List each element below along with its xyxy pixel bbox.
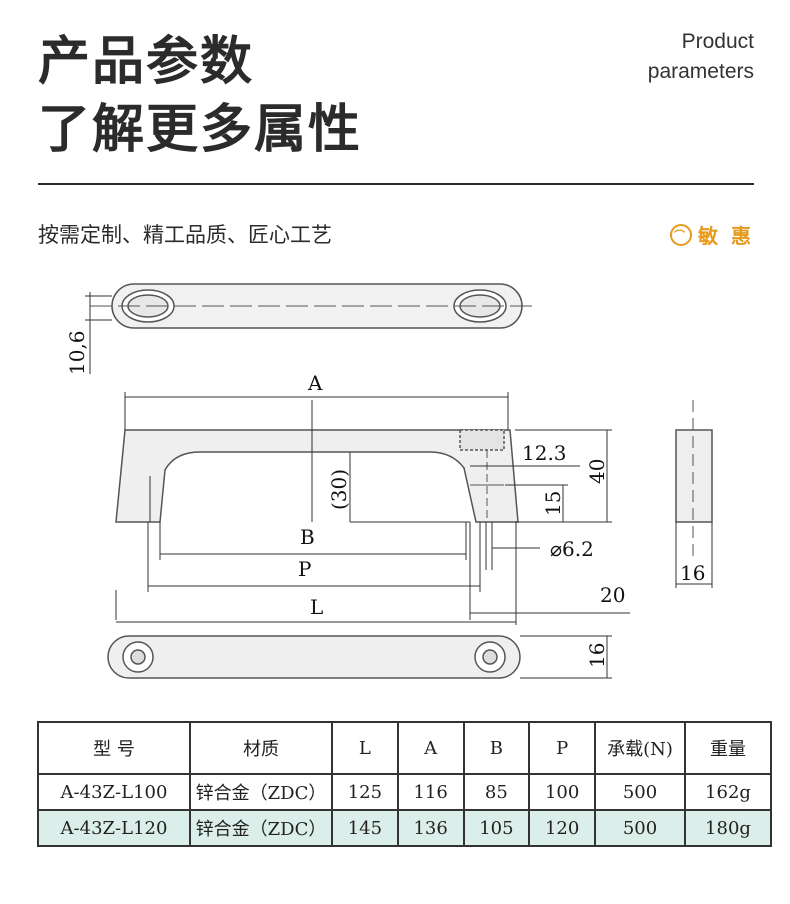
page-title-line-1: 产品参数 (38, 32, 255, 92)
table-row: A-43Z-L120 锌合金（ZDC） 145 136 105 120 500 … (37, 809, 772, 847)
cell-weight: 180g (684, 809, 772, 847)
dim-30: (30) (327, 469, 351, 510)
bottom-view (107, 635, 521, 679)
col-header-weight: 重量 (684, 721, 772, 775)
cell-b: 85 (462, 773, 531, 811)
col-header-b: B (462, 721, 531, 775)
page-title-line-2: 了解更多属性 (38, 100, 363, 160)
slogan: 按需定制、精工品质、匠心工艺 (38, 223, 332, 247)
divider (38, 183, 754, 185)
table-header-row: 型 号 材质 L A B P 承载(N) 重量 (37, 721, 772, 775)
english-title-line-1: Product (681, 30, 754, 53)
col-header-material: 材质 (189, 721, 333, 775)
side-view (675, 400, 713, 560)
cell-weight: 162g (684, 773, 772, 811)
cell-model: A-43Z-L100 (37, 773, 191, 811)
cell-p: 120 (528, 809, 596, 847)
technical-drawing: 10,6 A (30) 12. (65, 283, 713, 679)
cell-a: 116 (396, 773, 465, 811)
cell-l: 145 (331, 809, 399, 847)
cell-l: 125 (331, 773, 399, 811)
cell-b: 105 (462, 809, 531, 847)
cell-material: 锌合金（ZDC） (189, 773, 333, 811)
english-title-line-2: parameters (647, 60, 754, 83)
cell-load: 500 (594, 809, 686, 847)
cell-model: A-43Z-L120 (37, 809, 191, 847)
front-view (115, 429, 519, 523)
dim-16-side: 16 (680, 561, 705, 585)
dim-12-3: 12.3 (522, 441, 567, 465)
table-row: A-43Z-L100 锌合金（ZDC） 125 116 85 100 500 1… (37, 773, 772, 811)
cell-material: 锌合金（ZDC） (189, 809, 333, 847)
dim-6-2: ⌀6.2 (550, 537, 594, 561)
dim-l: L (310, 595, 323, 619)
col-header-p: P (528, 721, 596, 775)
cell-load: 500 (594, 773, 686, 811)
top-view (90, 283, 532, 329)
dim-16-bottom: 16 (585, 643, 609, 668)
brand-mark-icon: ⌒ (670, 223, 693, 246)
col-header-model: 型 号 (37, 721, 191, 775)
dim-b: B (300, 525, 315, 549)
spec-table: 型 号 材质 L A B P 承载(N) 重量 A-43Z-L100 锌合金（Z… (37, 721, 772, 847)
dim-40: 40 (585, 459, 609, 484)
dim-20: 20 (600, 583, 625, 607)
dim-15: 15 (541, 491, 565, 516)
dim-10-6: 10,6 (65, 330, 89, 375)
col-header-l: L (331, 721, 399, 775)
brand-name: 敏 惠 (698, 224, 754, 248)
col-header-a: A (396, 721, 465, 775)
dim-a: A (307, 371, 323, 395)
col-header-load: 承载(N) (594, 721, 686, 775)
dim-p: P (298, 557, 311, 581)
cell-a: 136 (396, 809, 465, 847)
cell-p: 100 (528, 773, 596, 811)
brand-logo: ⌒ 敏 惠 (670, 220, 754, 249)
